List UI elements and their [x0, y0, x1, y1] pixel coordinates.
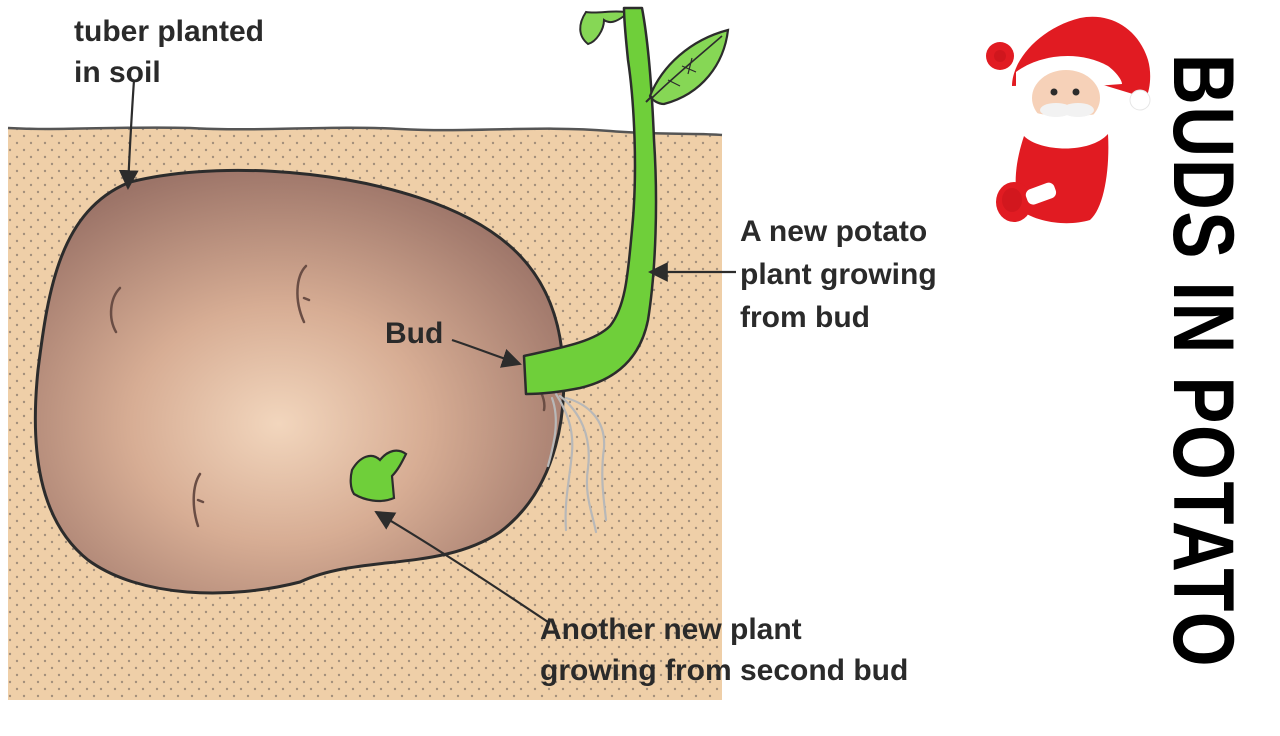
second-sprout — [349, 449, 408, 503]
label-new-potato-plant: A new potato plant growing from bud — [740, 210, 937, 339]
shoot-bud-leaf — [579, 10, 625, 46]
label-line: in soil — [74, 56, 161, 89]
arrows — [118, 79, 736, 623]
page-title-text: BUDS IN POTATO — [1155, 53, 1251, 669]
label-line: tuber planted — [74, 15, 265, 48]
label-tuber-planted-in-soil: tuber planted in soil — [74, 11, 264, 93]
page-title: BUDS IN POTATO — [1155, 0, 1251, 736]
label-line: growing from second bud — [540, 654, 909, 687]
potato-diagram — [7, 6, 1151, 701]
label-bud: Bud — [385, 317, 444, 350]
roots — [546, 392, 608, 534]
arrow-tuber — [118, 79, 139, 190]
label-line: from bud — [740, 301, 870, 334]
potato-tuber — [33, 168, 566, 595]
label-line: A new potato — [740, 215, 928, 248]
arrow-another — [374, 510, 549, 623]
main-shoot — [522, 6, 730, 396]
label-another-new-plant: Another new plant growing from second bu… — [540, 609, 908, 691]
title-container: BUDS IN POTATO — [1155, 20, 1251, 702]
santa-claus-icon — [986, 16, 1151, 224]
soil-surface-line — [7, 126, 723, 137]
label-line: Another new plant — [540, 613, 802, 646]
label-line: plant growing — [740, 258, 937, 291]
arrow-bud — [451, 338, 522, 368]
